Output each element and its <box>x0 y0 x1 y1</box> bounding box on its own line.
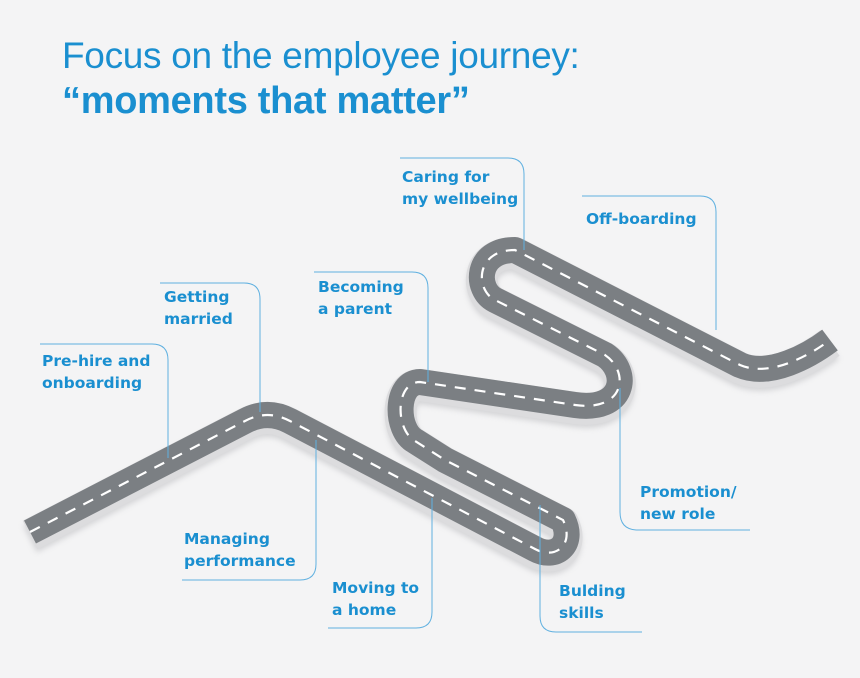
moment-label-moving-home: Moving to a home <box>332 579 420 619</box>
moment-label-caring-wellbeing: Caring for my wellbeing <box>402 168 519 208</box>
road <box>22 237 840 575</box>
connector-caring-wellbeing <box>400 157 525 250</box>
connector-promotion <box>619 388 750 531</box>
connector-getting-married <box>160 282 261 412</box>
moment-label-pre-hire: Pre-hire and onboarding <box>42 352 151 392</box>
title-line2: “moments that matter” <box>62 80 470 122</box>
connector-lines <box>40 157 750 633</box>
moment-label-promotion: Promotion/ new role <box>640 483 737 523</box>
connector-moving-home <box>328 498 433 629</box>
moment-label-off-boarding: Off-boarding <box>586 210 697 228</box>
moment-label-getting-married: Getting married <box>164 288 233 328</box>
lane-markings <box>29 248 831 554</box>
connector-off-boarding <box>582 195 717 330</box>
title-line1: Focus on the employee journey: <box>62 35 580 76</box>
title-block: Focus on the employee journey: “moments … <box>62 34 580 124</box>
moment-label-building-skills: Bulding skills <box>559 582 626 622</box>
connector-pre-hire <box>40 343 169 458</box>
connector-building-skills <box>539 505 642 633</box>
moment-label-managing-performance: Managing performance <box>184 530 296 570</box>
moment-label-becoming-parent: Becoming a parent <box>318 278 404 318</box>
connector-managing-performance <box>182 440 317 581</box>
connector-becoming-parent <box>314 271 429 382</box>
